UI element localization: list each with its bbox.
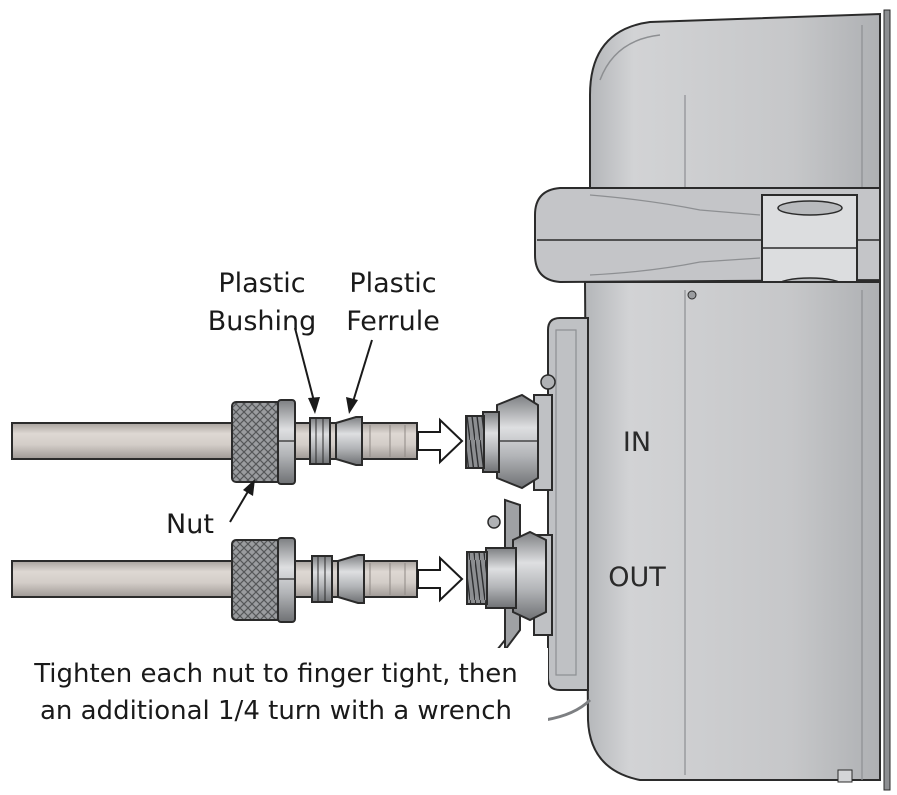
bushing-leader [294, 327, 320, 414]
lower-plastic-ferrule [337, 554, 365, 604]
plastic-ferrule-label-line1: Plastic [349, 268, 436, 299]
port-in-label: IN [623, 427, 651, 458]
in-port-fitting [465, 374, 556, 491]
ferrule-leader [346, 339, 373, 414]
lower-nut [231, 537, 296, 623]
lower-tube-assembly [11, 537, 418, 623]
out-port-fitting [466, 498, 553, 653]
nut-label: Nut [166, 509, 214, 540]
plastic-ferrule-label-line2: Ferrule [346, 306, 440, 337]
filter-housing [534, 9, 891, 791]
plastic-bushing-label-line2: Bushing [208, 306, 317, 337]
instruction-line1: Tighten each nut to finger tight, then [33, 659, 518, 689]
lower-plastic-bushing [311, 555, 333, 603]
upper-nut [231, 399, 296, 485]
upper-plastic-ferrule [335, 416, 363, 466]
nut-leader [229, 479, 255, 523]
upper-tube-assembly [11, 399, 418, 485]
upper-plastic-bushing [309, 417, 331, 465]
instruction-line2: an additional 1/4 turn with a wrench [40, 696, 512, 726]
upper-insert-arrow [417, 417, 464, 465]
port-out-label: OUT [608, 562, 666, 593]
plastic-bushing-label-line1: Plastic [218, 268, 305, 299]
lower-insert-arrow [417, 555, 464, 603]
instruction-backdrop [8, 648, 548, 728]
